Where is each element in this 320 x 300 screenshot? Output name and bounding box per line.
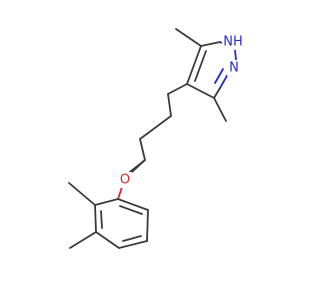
bond-c4-c5-a — [186, 45, 202, 85]
bond-c4-c5-b — [194, 50, 207, 82]
molecule-diagram: NH N O — [68, 28, 244, 249]
bond-chain-3 — [139, 115, 172, 140]
bond-c5-methyl — [175, 28, 202, 47]
bond-chain-1 — [167, 83, 188, 95]
ether-bonds — [117, 159, 146, 200]
bond-o-aryl — [117, 186, 123, 200]
n-label: N — [229, 61, 239, 76]
atom-label-o: O — [118, 172, 132, 188]
bond-chain-2 — [167, 93, 172, 117]
bond-ar-1 — [94, 198, 119, 206]
bond-ch2-o — [131, 159, 146, 173]
bond-chain-4 — [139, 138, 146, 161]
bond-ar-3 — [95, 231, 120, 249]
bond-n1-n2 — [234, 49, 237, 61]
pyrazole-ring — [175, 28, 237, 122]
bond-c3-c4 — [186, 83, 215, 99]
bond-c3-methyl — [213, 97, 227, 122]
bond-meta-methyl — [69, 231, 97, 249]
atom-label-nh: NH — [222, 34, 244, 50]
o-label: O — [120, 173, 130, 188]
bond-ar-2 — [94, 204, 97, 233]
atom-label-n: N — [227, 60, 241, 76]
bond-ar-6 — [117, 198, 149, 211]
bond-ar-double-2 — [122, 235, 142, 242]
nh-label: NH — [223, 35, 243, 50]
benzene-ring — [94, 198, 149, 249]
bond-n2-c3-b — [213, 87, 221, 99]
bond-n2-c3-c — [214, 68, 224, 84]
bond-c5-n1 — [200, 41, 221, 47]
butyl-chain — [125, 83, 188, 176]
bond-n2-c3-a — [219, 73, 229, 89]
bond-ar-double-3 — [119, 205, 143, 215]
bond-ar-4 — [118, 240, 148, 249]
bond-ortho-methyl — [68, 182, 96, 206]
bond-ar-5 — [146, 209, 149, 242]
bond-ar-double-1 — [100, 210, 103, 229]
aryl-methyls — [68, 182, 97, 249]
